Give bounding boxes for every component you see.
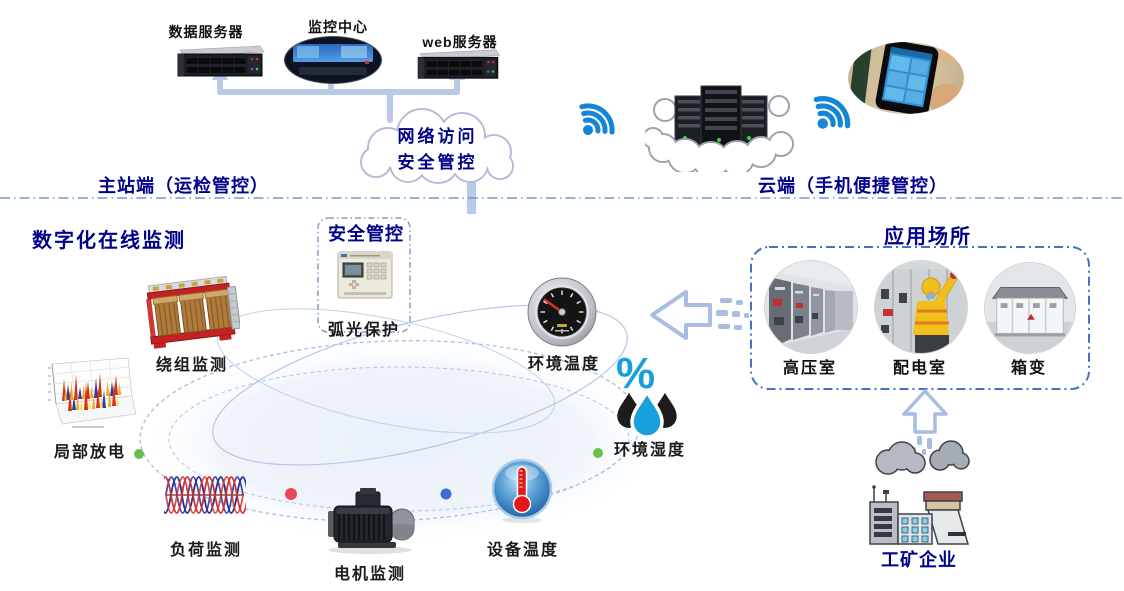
orbit-dot-blue (440, 488, 452, 500)
arc-protection-device-icon (337, 251, 393, 299)
box-transformer-photo (985, 263, 1075, 353)
motor-monitoring-label: 电机监测 (333, 566, 406, 583)
cloud-shape (360, 108, 514, 184)
enterprise-label: 工矿企业 (881, 550, 957, 570)
cloud-text-line2: 安全管控 (397, 153, 478, 172)
app-tile (910, 58, 930, 76)
humidity-label: 环境湿度 (613, 442, 686, 459)
winding-monitoring-label: 绕组监测 (155, 357, 228, 374)
flow-arrow-left-icon (650, 290, 749, 340)
indicator-light (365, 61, 369, 64)
orbit-dot-red (285, 488, 297, 500)
section-divider (0, 197, 1124, 199)
humidity-icon: % (616, 349, 677, 439)
cloud-servers-icon (645, 85, 794, 172)
data-server-icon (177, 45, 265, 77)
screen-panel (341, 46, 367, 58)
distribution-room-label: 配电室 (892, 360, 947, 377)
digital-monitoring-title: 数字化在线监测 (32, 230, 186, 252)
factory-icon (869, 440, 970, 545)
high-voltage-room-photo (765, 261, 857, 353)
ambient-temperature-label: 环境温度 (527, 356, 600, 373)
monitor-center-photo (284, 36, 382, 84)
high-voltage-room-label: 高压室 (782, 360, 837, 377)
phone-body (874, 42, 940, 114)
orbit-dot-green (134, 449, 144, 459)
monitor-center-label: 监控中心 (308, 19, 368, 35)
hand-finger (938, 46, 958, 62)
load-waveform-icon (164, 476, 246, 514)
partial-discharge-plot-icon (48, 357, 137, 428)
ambient-temperature-gauge-icon (527, 277, 597, 347)
web-server-icon (417, 49, 501, 79)
percent-symbol: % (616, 349, 655, 398)
photo-background (848, 47, 872, 107)
data-server-label: 数据服务器 (168, 24, 244, 40)
cloud-zone-label: 云端（手机便捷管控） (758, 176, 948, 196)
load-monitoring-label: 负荷监测 (169, 542, 242, 559)
wifi-icon (579, 103, 615, 135)
main-station-zone-label: 主站端（运检管控） (98, 176, 269, 196)
site-circle-box-transformer (984, 262, 1076, 354)
screen-panel (297, 46, 319, 58)
security-box-title: 安全管控 (328, 224, 404, 244)
wifi-icon (813, 96, 851, 129)
site-circle-distribution-room (874, 260, 968, 354)
box-transformer-label: 箱变 (1010, 360, 1047, 377)
device-temperature-icon (491, 458, 553, 523)
console-desk (299, 67, 367, 75)
motor-icon (328, 488, 415, 554)
app-tile (884, 86, 905, 102)
app-tile (907, 74, 927, 92)
network-cloud: 网络访问 安全管控 (350, 106, 525, 186)
phone-screen (881, 46, 933, 108)
transformer-icon (146, 275, 240, 349)
device-temperature-label: 设备温度 (486, 542, 559, 559)
partial-discharge-label: 局部放电 (53, 444, 126, 461)
app-tile (889, 55, 911, 73)
app-tile (904, 90, 924, 105)
site-circle-high-voltage-room (764, 260, 858, 354)
application-sites-title: 应用场所 (884, 226, 972, 248)
app-tile (886, 70, 908, 88)
web-server-label: web服务器 (422, 34, 498, 50)
mobile-phone-photo (848, 42, 964, 114)
arc-protection-label: 弧光保护 (327, 322, 400, 339)
orbit-dot-green (593, 448, 603, 458)
application-box-border (750, 246, 1090, 390)
cloud-text-line1: 网络访问 (397, 127, 478, 146)
security-box-border (317, 217, 411, 333)
distribution-room-photo (875, 261, 967, 353)
